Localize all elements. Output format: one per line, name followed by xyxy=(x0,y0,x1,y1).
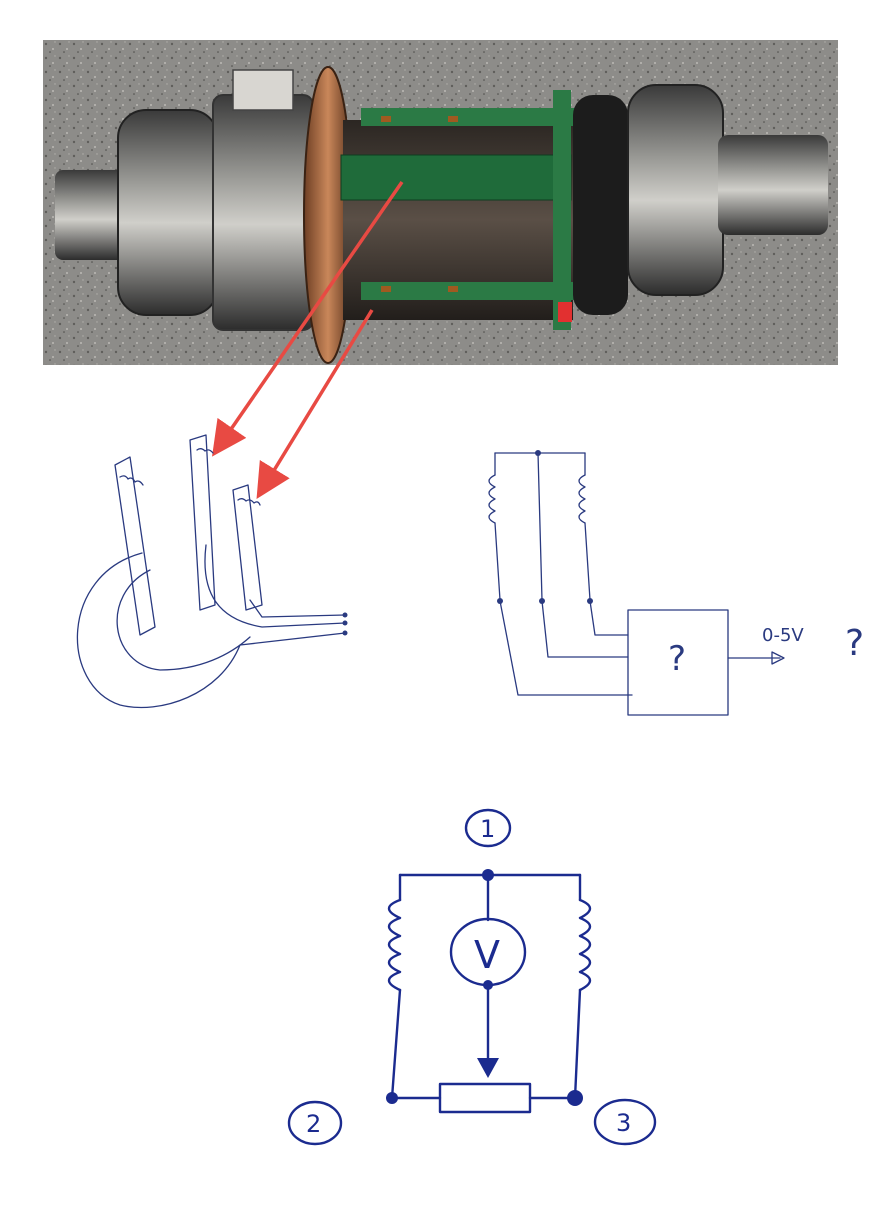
rotor-photo xyxy=(43,40,838,365)
unknown-box-label: ? xyxy=(668,639,686,679)
unknown-converter-drawing xyxy=(488,450,785,716)
node-1-label: 1 xyxy=(480,815,495,843)
right-shaft xyxy=(718,135,828,235)
end-cap xyxy=(573,95,628,315)
right-bearing xyxy=(627,84,724,296)
node-2-label: 2 xyxy=(306,1110,321,1138)
question-mark: ? xyxy=(845,623,864,664)
pcb-strip-top xyxy=(340,154,572,201)
meter-label: V xyxy=(474,933,500,977)
coil-strips-drawing xyxy=(76,434,348,709)
left-shaft xyxy=(55,170,135,260)
commutator xyxy=(212,94,314,331)
left-bearing xyxy=(117,109,219,316)
pcb-strip-lower xyxy=(361,282,576,300)
node-3-label: 3 xyxy=(616,1109,631,1137)
hand-sketch: ? 0-5V ? xyxy=(0,365,880,765)
pcb-strip-upper xyxy=(361,108,576,126)
bridge-wiring xyxy=(287,808,657,1146)
unknown-box xyxy=(627,609,729,716)
bridge-circuit: V 1 2 3 xyxy=(270,800,690,1180)
output-voltage-label: 0-5V xyxy=(762,625,804,646)
potentiometer xyxy=(438,1082,532,1114)
